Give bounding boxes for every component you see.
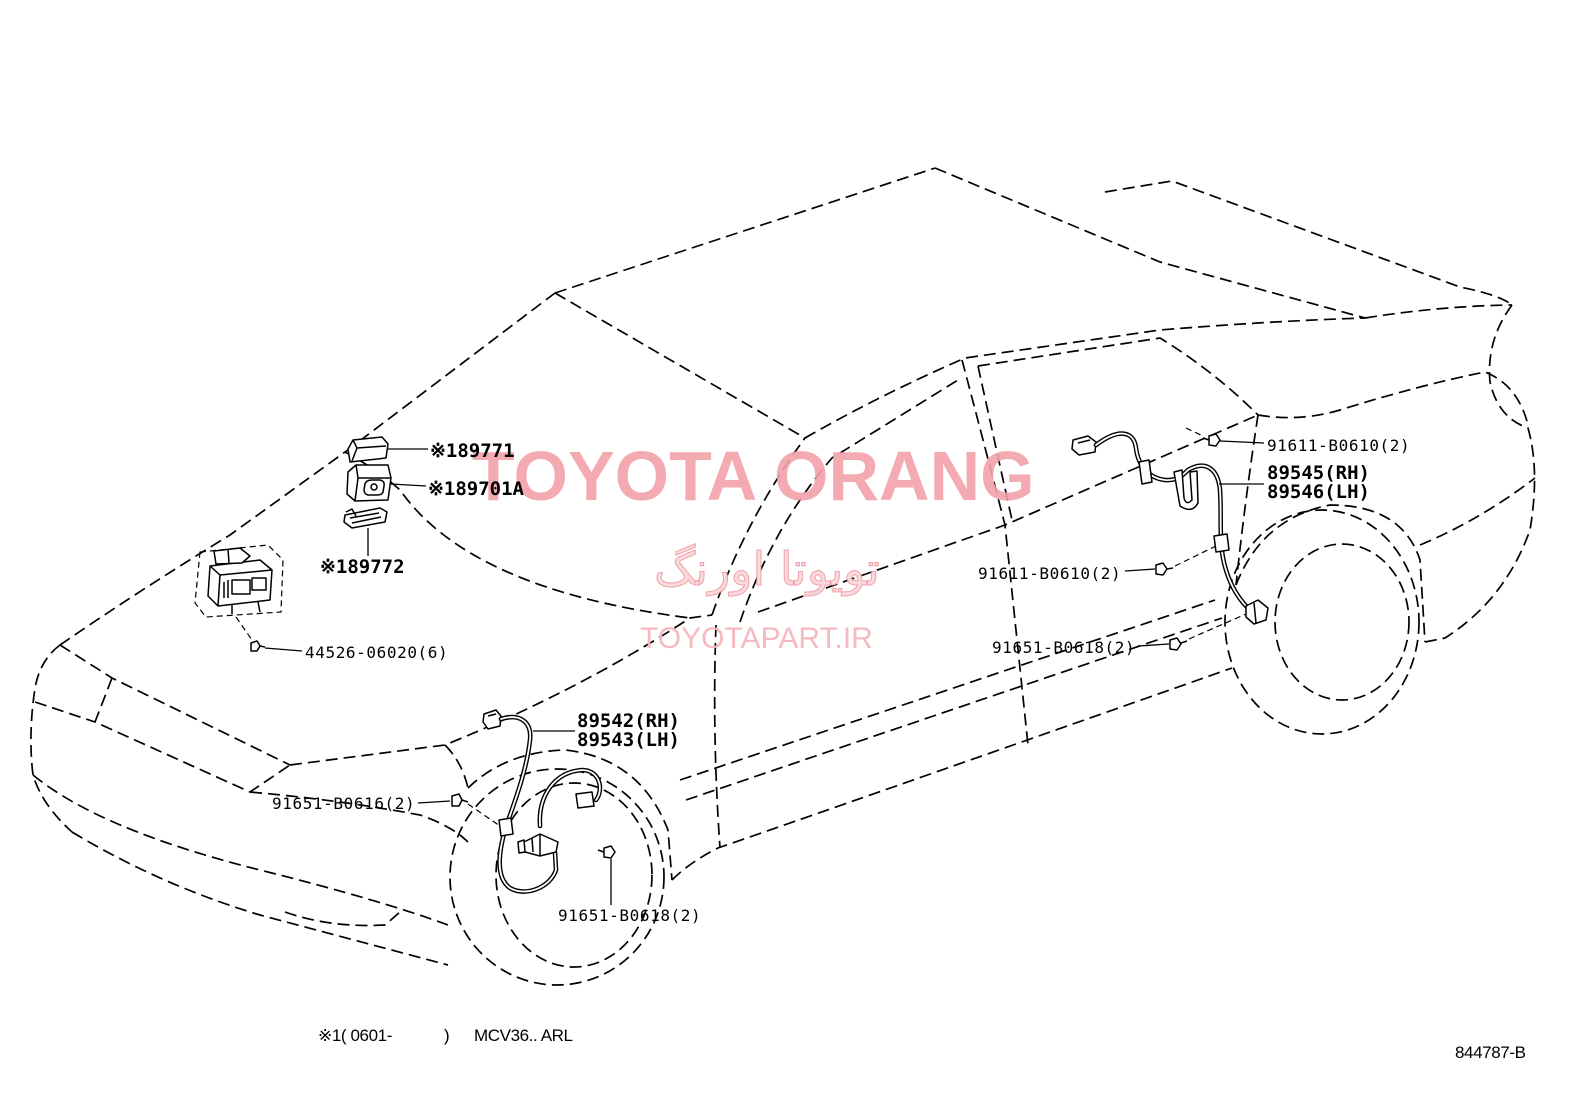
ecu-bracket — [343, 507, 388, 529]
hood-far-edge — [59, 451, 346, 646]
rear-wheel-rim — [1274, 543, 1410, 701]
skid-control-ecu-cover — [347, 436, 389, 463]
trunk-rear-edge — [1364, 304, 1513, 319]
nose-far-outline — [30, 644, 73, 833]
rear-bracket-bolt-upper — [1185, 427, 1221, 447]
callout-89546-lh: 89546(LH) — [1267, 481, 1370, 503]
watermark: TOYOTA ORANG تويوتا اورنگ TOYOTAPART.IR — [472, 437, 1035, 655]
footnote-models: MCV36.. ARL — [474, 1026, 573, 1045]
front-wheel-rim — [495, 782, 653, 968]
rear-door-window-frame — [977, 337, 1259, 416]
front-tire — [449, 768, 665, 986]
far-roof-rail — [554, 167, 936, 294]
rear-quarter-upper — [1257, 371, 1529, 426]
watermark-brand: TOYOTA ORANG — [472, 437, 1035, 515]
car-body-outline — [30, 167, 1536, 986]
front-speed-sensor — [482, 709, 603, 894]
rocker-panel — [671, 667, 1233, 881]
figure-code: 844787-B — [1455, 1043, 1526, 1062]
callout-89543-lh: 89543(LH) — [577, 729, 680, 751]
callout-189701a: ※189701A — [428, 478, 525, 500]
side-molding-lower — [685, 617, 1223, 801]
footnote-range: ※1( 0601- — [318, 1026, 392, 1045]
windshield-top-edge — [554, 292, 806, 439]
callout-91611-b0610-upper: 91611-B0610(2) — [1267, 436, 1410, 455]
callout-89542-rh: 89542(RH) — [577, 710, 680, 732]
abs-actuator — [194, 544, 284, 618]
hood-front-edge — [59, 644, 291, 766]
watermark-brand-persian: تويوتا اورنگ — [654, 542, 880, 597]
bumper-upper — [249, 791, 469, 843]
rear-door-edge — [1235, 414, 1259, 586]
front-door-edge — [713, 624, 721, 849]
callout-89545-rh: 89545(RH) — [1267, 462, 1370, 484]
b-pillar-inner — [977, 365, 1013, 521]
actuator-bolt — [235, 616, 266, 652]
rear-sensor-bolt — [1169, 613, 1247, 651]
trunk-far-edge — [1104, 180, 1513, 306]
fog-lamp — [284, 911, 401, 927]
front-wire-clamp-bolt — [597, 845, 616, 859]
leader-lines — [264, 440, 1265, 905]
callout-labels: ※189771 ※189701A ※189772 44526-06020(6) … — [272, 436, 1410, 925]
callout-91651-b0618-rear: 91651-B0618(2) — [992, 638, 1135, 657]
rear-bracket-bolt-lower — [1155, 545, 1217, 576]
rear-speed-sensor — [1071, 431, 1269, 625]
bumper-lower — [71, 831, 449, 966]
b-pillar — [961, 359, 1029, 746]
front-wheel-arch — [467, 749, 673, 881]
front-sensor-bolt — [451, 793, 501, 827]
callout-44526-06020: 44526-06020(6) — [305, 643, 448, 662]
hood-near-edge — [289, 614, 713, 766]
callout-91611-b0610-lower: 91611-B0610(2) — [978, 564, 1121, 583]
side-molding-upper — [679, 599, 1216, 781]
a-pillar-inner — [739, 379, 959, 623]
tail-outline — [1424, 304, 1536, 643]
footnote: ※1( 0601- ) MCV36.. ARL — [318, 1026, 573, 1045]
rear-wheel-arch — [1235, 504, 1426, 643]
rear-roof-edge — [934, 167, 1366, 319]
grille — [94, 677, 291, 793]
front-fender-edge — [444, 744, 469, 789]
callout-189772: ※189772 — [320, 556, 405, 578]
near-roof-rail — [804, 317, 1366, 439]
callout-91651-b0616: 91651-B0616(2) — [272, 794, 415, 813]
far-a-pillar — [344, 292, 556, 453]
bumper-middle — [32, 774, 449, 926]
rear-character-line — [1419, 477, 1536, 546]
headlight-far — [34, 701, 96, 723]
skid-control-ecu — [346, 464, 392, 502]
callout-91651-b0618-front: 91651-B0618(2) — [558, 906, 701, 925]
callout-189771: ※189771 — [430, 440, 515, 462]
a-pillar-outer — [711, 437, 806, 616]
footnote-range-end: ) — [444, 1026, 449, 1045]
cowl-line — [344, 451, 691, 619]
watermark-site: TOYOTAPART.IR — [640, 622, 873, 655]
rear-tire — [1224, 509, 1420, 735]
